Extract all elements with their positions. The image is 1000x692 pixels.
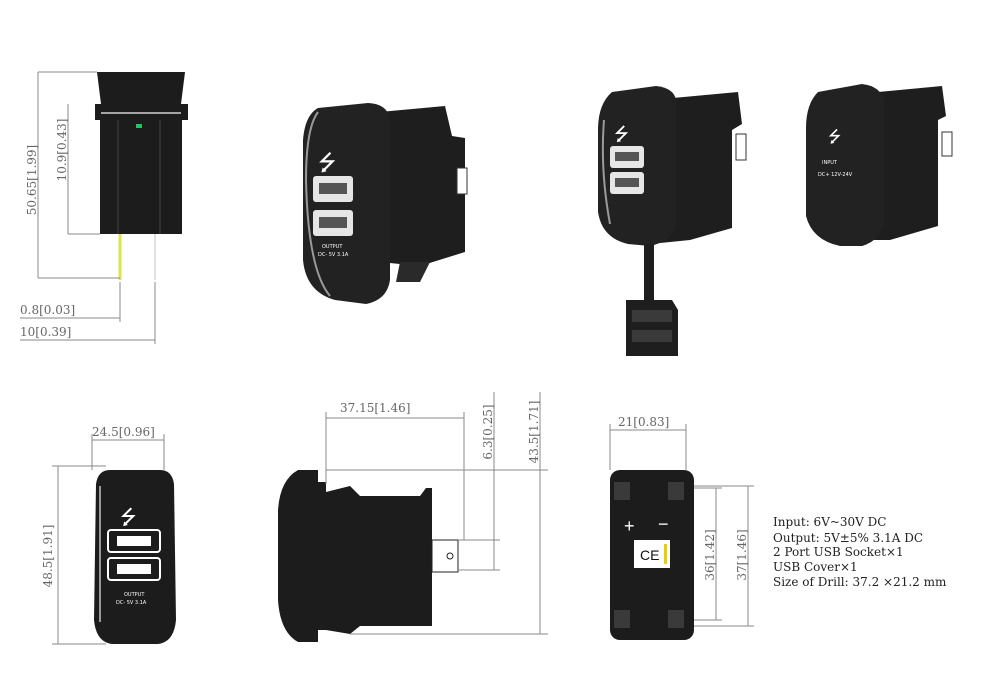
dim-terminal-height: 6.3[0.25] [481,404,495,459]
dim-front-width: 24.5[0.96] [92,425,155,439]
cover-strap [644,244,654,302]
front-output-rating: DC- 5V 3.1A [116,600,147,606]
usb-icon: ⭍ [318,150,336,175]
side-profile-view [95,72,188,280]
terminal-tab [431,539,459,573]
side-dimension-lines [20,71,156,344]
side-section-view [278,470,459,642]
dim-side-height-total: 50.65[1.99] [25,145,39,215]
dim-front-height: 48.5[1.91] [41,525,55,588]
usb-icon-back-view: ⭍ [828,128,841,146]
rocker-side-face [278,470,318,642]
usb-icon-cover-view: ⭍ [614,124,629,144]
spec-ports: 2 Port USB Socket×1 [773,545,904,559]
dim-body-length: 37.15[1.46] [340,401,410,415]
product-with-cover-view: ⭍ [598,86,747,356]
output-rating: DC- 5V 3.1A [318,252,349,258]
product-back-angle-view: ⭍ INPUT DC+ 12V-24V [806,84,953,246]
input-rating: DC+ 12V-24V [818,172,853,178]
front-view: ⭍ OUTPUT DC- 5V 3.1A [94,470,176,644]
dim-back-height-inner: 36[1.42] [703,529,717,580]
product-iso-view: ⭍ OUTPUT DC- 5V 3.1A [303,103,468,304]
led-indicator [136,124,142,128]
dim-pin-length: 10[0.39] [20,325,71,339]
input-label: INPUT [822,160,838,166]
plus-mark: + [624,516,635,536]
spec-cover: USB Cover×1 [773,560,858,574]
spec-drill: Size of Drill: 37.2 ×21.2 mm [773,575,947,589]
output-label: OUTPUT [322,244,343,250]
back-dimension-lines [609,424,754,627]
dim-side-height-upper: 10.9[0.43] [55,119,69,182]
rocker-face [303,103,390,304]
minus-mark: − [658,514,669,534]
back-view: + − CE [610,470,694,640]
specs-block: Input: 6V~30V DC Output: 5V±5% 3.1A DC 2… [773,515,947,589]
spec-input: Input: 6V~30V DC [773,515,886,529]
dim-pin-offset: 0.8[0.03] [20,303,75,317]
ce-mark: CE [640,547,659,563]
usb-cover [626,300,678,356]
usb-icon-front: ⭍ [120,507,137,529]
dim-back-height-outer: 37[1.46] [735,529,749,580]
front-output-label: OUTPUT [124,592,145,598]
front-dimension-lines [52,434,165,645]
dim-back-width: 21[0.83] [618,415,669,429]
spec-output: Output: 5V±5% 3.1A DC [773,531,923,545]
section-dimension-lines [325,392,548,635]
dim-overall-height: 43.5[1.71] [527,401,541,464]
